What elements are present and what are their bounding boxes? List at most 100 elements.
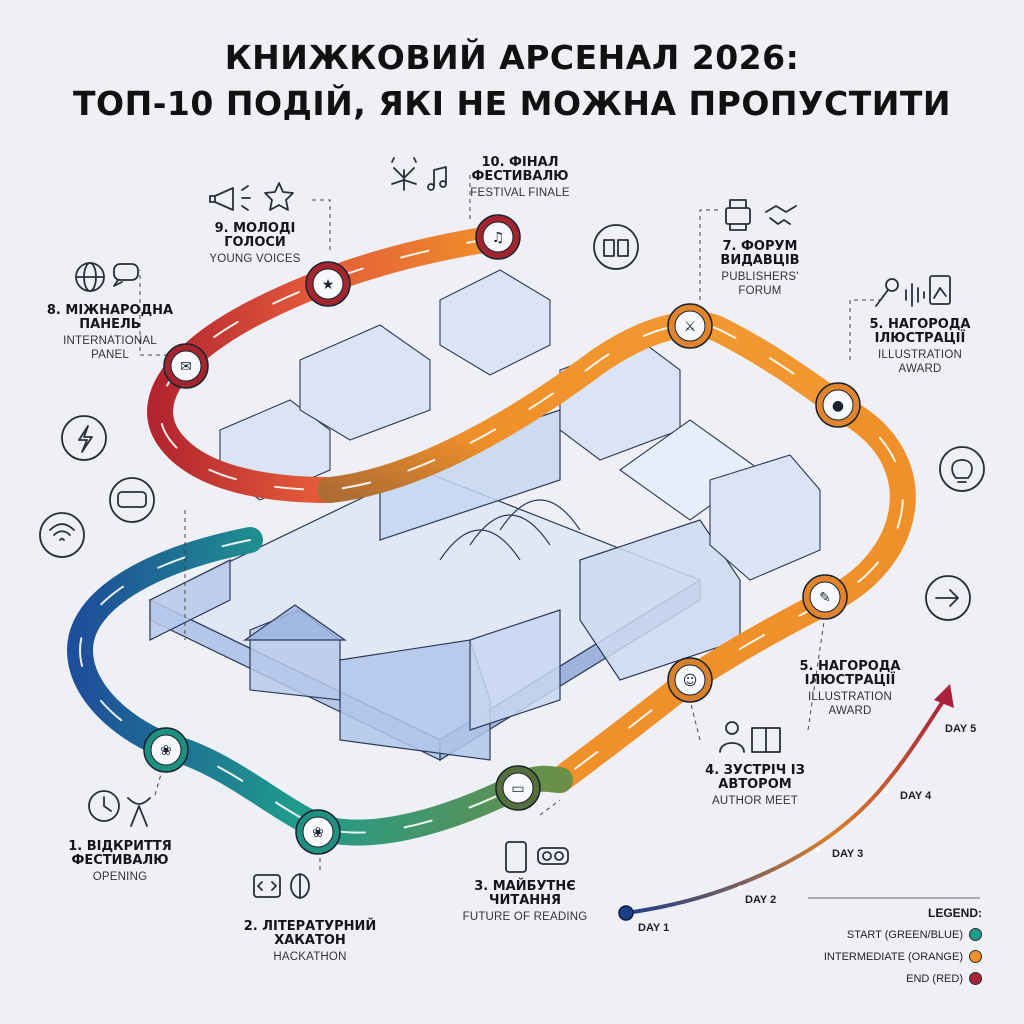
event-title: ХАКАТОН [274, 933, 346, 949]
node-face [482, 221, 514, 253]
event-node-4: ☺ [667, 657, 713, 703]
legend-item-end: END (RED) [824, 972, 982, 985]
event-node-2: ❀ [295, 809, 341, 855]
event-subtitle: PANEL [91, 349, 129, 362]
event-title: ПАНЕЛЬ [79, 317, 141, 333]
chat-bubbles-icon [113, 263, 139, 287]
day-label-5: DAY 5 [945, 723, 977, 735]
event-title: 1. ВІДКРИТТЯ [68, 839, 172, 854]
handshake-icon: ⚔ [684, 319, 697, 335]
soundwave-icon [905, 283, 925, 307]
legend-item-start: START (GREEN/BLUE) [824, 928, 982, 941]
event-title: ФЕСТИВАЛЮ [71, 853, 169, 869]
fireworks-icon [391, 157, 417, 191]
event-title: 3. МАЙБУТНЄ [474, 879, 576, 894]
pavilion-hall [219, 269, 821, 581]
event-title: 9. МОЛОДІ [214, 221, 296, 236]
tablet-icon [505, 841, 527, 873]
day-label-3: DAY 3 [832, 848, 864, 860]
event-subtitle: FESTIVAL FINALE [470, 186, 570, 199]
node-face [302, 816, 334, 848]
event-label-9: 9. МОЛОДІ ГОЛОСИ YOUNG VOICES [190, 221, 320, 265]
megaphone-icon [209, 185, 251, 211]
main-title: КНИЖКОВИЙ АРСЕНАЛ 2026: [224, 38, 800, 77]
book-icon [751, 727, 781, 753]
event-title: 8. МІЖНАРОДНА [46, 303, 174, 318]
laptop-icon: ▭ [511, 781, 524, 797]
music-note-icon: ♫ [492, 230, 505, 246]
day-label-1: DAY 1 [638, 922, 670, 934]
event-subtitle: AWARD [898, 363, 942, 376]
event-node-10: ♫ [475, 214, 521, 260]
legend-swatch [969, 928, 982, 941]
event-nodes: ❀ ❀ ▭ ☺ ✎ ● ⚔ ✉ ★ ♫ [143, 214, 861, 855]
event-subtitle: ILLUSTRATION [808, 690, 892, 703]
brush-icon: ✎ [819, 590, 831, 606]
event-label-2: 2. ЛІТЕРАТУРНИЙ ХАКАТОН HACKATHON [220, 919, 400, 963]
node-face [809, 581, 841, 613]
event-label-10: 10. ФІНАЛ ФЕСТИВАЛЮ FESTIVAL FINALE [445, 155, 595, 199]
event-title: 5. НАГОРОДА [799, 659, 901, 674]
wifi-icon [39, 512, 85, 558]
microphone-icon: ● [832, 398, 844, 414]
event-title: 10. ФІНАЛ [481, 155, 559, 170]
event-title: ЧИТАННЯ [488, 893, 562, 909]
code-icon [253, 874, 281, 898]
event-label-8: 8. МІЖНАРОДНА ПАНЕЛЬ INTERNATIONAL PANEL [30, 303, 190, 362]
event-node-7: ⚔ [667, 303, 713, 349]
open-book-icon [593, 224, 639, 270]
legend-label: END (RED) [906, 972, 963, 985]
day-label-2: DAY 2 [745, 894, 777, 906]
arrow-right-icon [925, 575, 971, 621]
legend-swatch [969, 972, 982, 985]
event-node-5: ✎ [802, 574, 848, 620]
event-title: 4. ЗУСТРІЧ ІЗ [705, 763, 805, 778]
node-face [674, 664, 706, 696]
globe-icon [75, 262, 105, 292]
event-subtitle: INTERNATIONAL [63, 334, 157, 347]
clock-icon [88, 790, 120, 822]
chat-icon: ✉ [180, 359, 192, 375]
music-icon [427, 166, 447, 191]
lightbulb-icon [939, 446, 985, 492]
event-subtitle: AUTHOR MEET [712, 794, 798, 807]
brain-icon [290, 873, 310, 899]
star-icon [264, 182, 294, 211]
event-title: 5. НАГОРОДА [869, 317, 971, 332]
event-title: 2. ЛІТЕРАТУРНИЙ [243, 919, 377, 934]
node-face [150, 734, 182, 766]
arsenal-building [148, 409, 741, 762]
drawing-icon [929, 275, 951, 305]
lightning-icon [61, 415, 107, 461]
event-title: АВТОРОМ [718, 777, 792, 793]
ribbon-icon: ❀ [160, 743, 172, 759]
event-label-5a: 5. НАГОРОДА ІЛЮСТРАЦІЇ ILLUSTRATION AWAR… [770, 659, 930, 718]
vr-icon [109, 477, 155, 523]
star-icon: ★ [322, 277, 335, 293]
event-subtitle: HACKATHON [273, 950, 347, 963]
node-face [822, 389, 854, 421]
event-subtitle: OPENING [92, 870, 148, 883]
node-face [502, 772, 534, 804]
node-face [170, 350, 202, 382]
legend-label: INTERMEDIATE (ORANGE) [823, 950, 963, 963]
event-subtitle: YOUNG VOICES [209, 252, 301, 265]
event-node-3: ▭ [495, 765, 541, 811]
event-title: ГОЛОСИ [224, 235, 286, 251]
users-icon: ☺ [683, 673, 698, 689]
event-node-9: ★ [305, 261, 351, 307]
event-title: ВИДАВЦІВ [720, 253, 800, 269]
event-subtitle: FUTURE OF READING [462, 910, 588, 923]
event-node-6: ● [815, 382, 861, 428]
legend-label: START (GREEN/BLUE) [846, 928, 963, 941]
day-timeline [618, 684, 980, 921]
brain-icon: ❀ [312, 825, 324, 841]
main-subtitle: ТОП-10 ПОДІЙ, ЯКІ НЕ МОЖНА ПРОПУСТИТИ [73, 84, 951, 123]
legend-item-intermediate: INTERMEDIATE (ORANGE) [824, 950, 982, 963]
node-face [312, 268, 344, 300]
event-label-4: 4. ЗУСТРІЧ ІЗ АВТОРОМ AUTHOR MEET [675, 763, 835, 807]
printer-icon [725, 199, 751, 231]
vr-headset-icon [537, 847, 569, 865]
